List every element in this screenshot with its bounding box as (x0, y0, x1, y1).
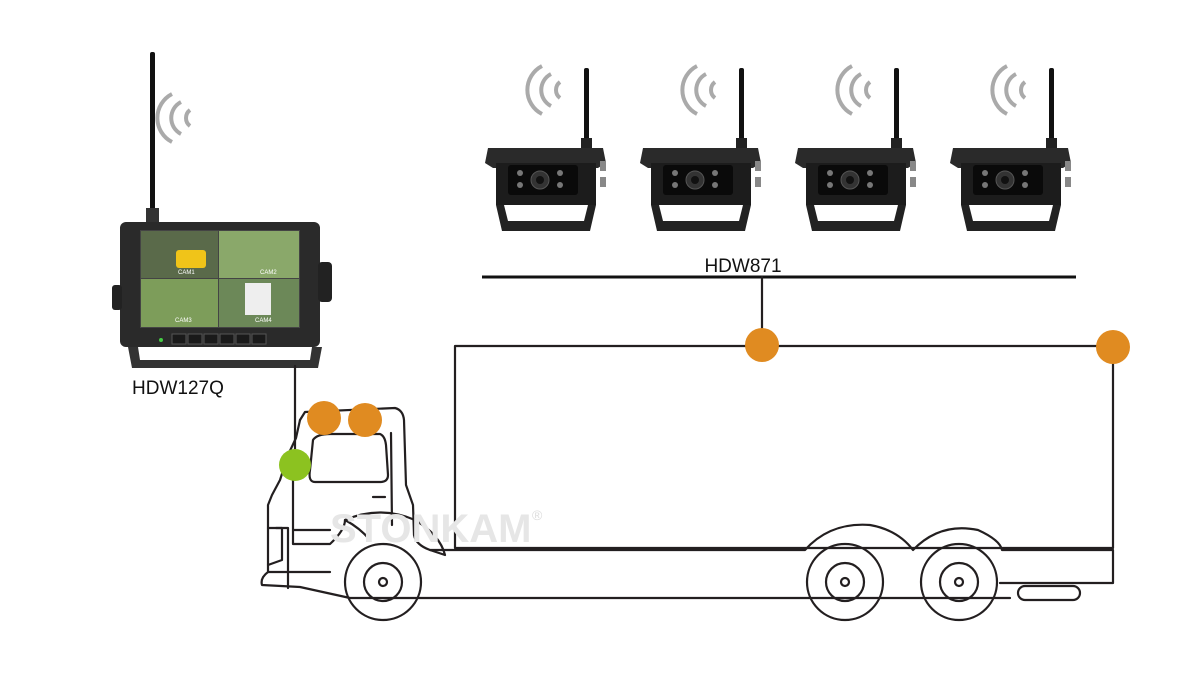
screen-label-cam1: CAM1 (178, 270, 195, 276)
monitor-position-dot (279, 449, 311, 481)
camera-1 (484, 64, 607, 232)
rear-wheel-1 (805, 542, 885, 622)
camera-2 (639, 64, 762, 232)
screen-label-cam2: CAM2 (260, 270, 277, 276)
monitor-model-label: HDW127Q (132, 378, 224, 399)
monitor: CAM1 CAM2 CAM3 CAM4 (112, 52, 332, 368)
camera-position-dot-trailer-top (745, 328, 779, 362)
watermark-registered: ® (532, 507, 543, 523)
rear-wheel-2 (919, 542, 999, 622)
camera-position-dot-trailer-rear (1096, 330, 1130, 364)
front-wheel (343, 542, 423, 622)
truck-outline (260, 344, 1115, 622)
screen-label-cam3: CAM3 (175, 318, 192, 324)
side-step (1016, 584, 1082, 602)
camera-position-dot-cab-1 (307, 401, 341, 435)
camera-model-label: HDW871 (704, 256, 781, 277)
camera-position-dot-cab-2 (348, 403, 382, 437)
camera-4 (949, 64, 1072, 232)
watermark: STONKAM (330, 507, 531, 551)
trailer-box (453, 344, 1115, 550)
camera-3 (794, 64, 917, 232)
screen-label-cam4: CAM4 (255, 318, 272, 324)
